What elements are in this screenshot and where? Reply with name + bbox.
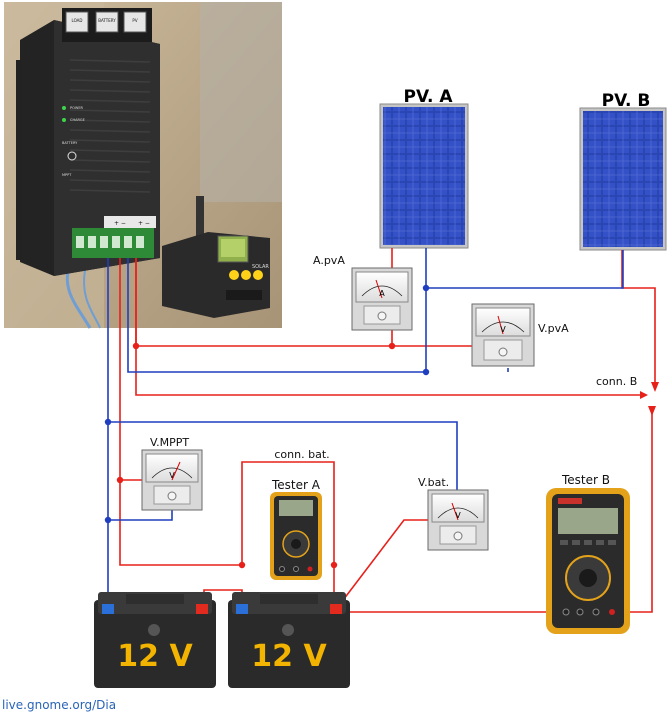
- v-mppt-label: V.MPPT: [150, 436, 189, 449]
- led-label-mppt: MPPT: [62, 173, 72, 177]
- tester-a: [270, 492, 322, 580]
- svg-text:+ −: + −: [114, 220, 126, 227]
- terminal-label-load: LOAD: [72, 18, 83, 23]
- tester-b-label: Tester B: [561, 473, 610, 487]
- controller-photo: LOAD BATTERY PV POWER CHARGE BATTERY MPP…: [4, 2, 282, 329]
- battery-1: 12 V: [94, 592, 216, 688]
- v-bat-label: V.bat.: [418, 476, 449, 489]
- ammeter-a-pva: A: [351, 267, 413, 331]
- terminal-label-pv: PV: [132, 18, 137, 23]
- v-pva-label: V.pvA: [538, 322, 569, 335]
- v-bat-letter: V: [455, 511, 461, 520]
- wires-blue: [107, 248, 624, 612]
- conn-b-arrows: [640, 382, 659, 416]
- charger-brand: SOLAR: [252, 264, 269, 270]
- mppt-controller: LOAD BATTERY PV POWER CHARGE BATTERY MPP…: [16, 8, 160, 276]
- conn-b-label: conn. B: [596, 375, 637, 388]
- v-mppt-letter: V: [169, 471, 175, 480]
- led-label-power: POWER: [70, 106, 84, 110]
- battery-1-negative-terminal: [102, 604, 114, 614]
- pv-a-label: PV. A: [404, 87, 454, 107]
- wires-red: [119, 248, 656, 613]
- credit-link[interactable]: live.gnome.org/Dia: [2, 698, 117, 712]
- voltmeter-v-pva: V: [471, 303, 535, 367]
- v-pva-letter: V: [500, 325, 506, 334]
- led-label-battery: BATTERY: [62, 141, 78, 145]
- battery-1-voltage: 12 V: [117, 639, 193, 674]
- tester-a-label: Tester A: [271, 478, 321, 492]
- battery-1-positive-terminal: [196, 604, 208, 614]
- conn-bat-label: conn. bat.: [274, 448, 329, 461]
- battery-2-negative-terminal: [236, 604, 248, 614]
- terminal-label-battery: BATTERY: [98, 18, 116, 23]
- svg-text:+ −: + −: [138, 220, 150, 227]
- led-power: [62, 106, 66, 110]
- battery-2-voltage: 12 V: [251, 639, 327, 674]
- solar-panel-b: [579, 107, 667, 251]
- a-pva-label: A.pvA: [313, 254, 345, 267]
- voltmeter-v-bat: V: [427, 489, 489, 551]
- sun-icon: [67, 151, 77, 161]
- pv-b-label: PV. B: [602, 91, 651, 111]
- ammeter-letter: A: [379, 289, 385, 298]
- led-label-charge: CHARGE: [70, 118, 85, 122]
- battery-2: 12 V: [228, 592, 350, 688]
- solar-panel-a: [379, 103, 469, 249]
- led-charge: [62, 118, 66, 122]
- tester-b: [546, 488, 630, 634]
- junction-dots: [104, 284, 430, 569]
- voltmeter-v-mppt: V: [141, 449, 203, 511]
- battery-2-positive-terminal: [330, 604, 342, 614]
- solar-charger-unit: SOLAR: [162, 196, 270, 318]
